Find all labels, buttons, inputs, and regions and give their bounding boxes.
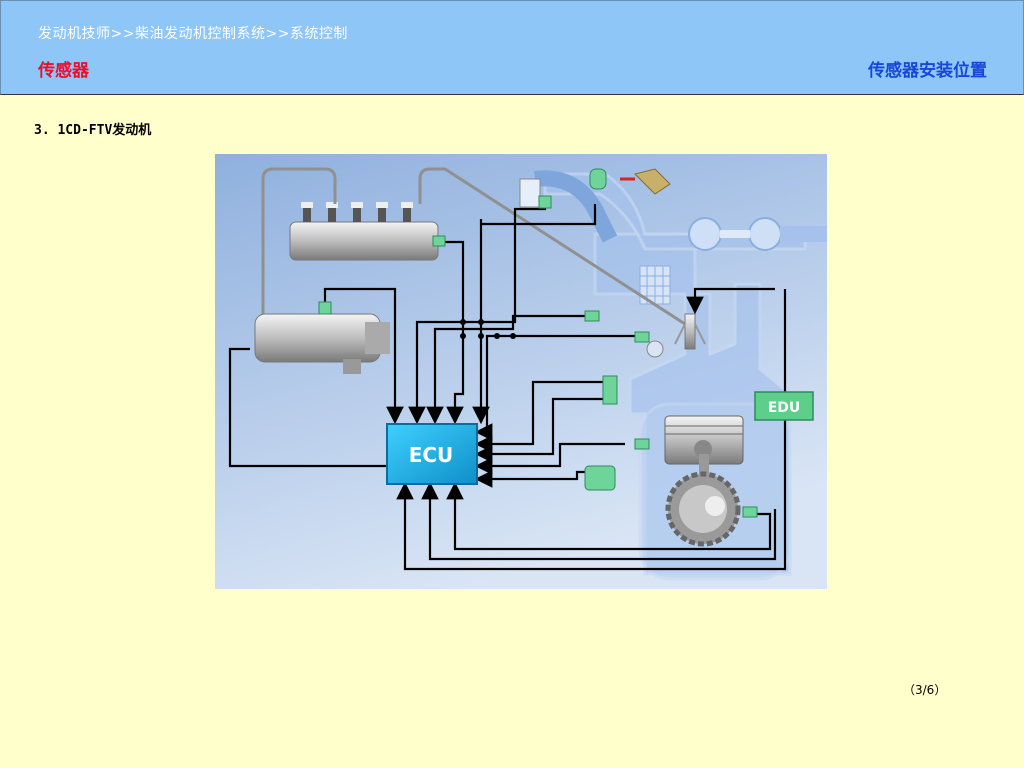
coolant-sensor (634, 331, 650, 343)
breadcrumb: 发动机技师>>柴油发动机控制系统>>系统控制 (38, 26, 348, 42)
common-rail (289, 202, 439, 261)
cam-position-sensor (742, 506, 758, 518)
engine-subheading: 3. 1CD-FTV发动机 (34, 123, 152, 138)
intake-temp-sensor (602, 375, 618, 405)
sensor-location-link[interactable]: 传感器安装位置 (868, 61, 987, 81)
fuel-line-injector (418, 167, 686, 326)
boost-sensor (584, 310, 600, 322)
airflow-sensor (538, 195, 552, 209)
page-counter: （3/6） (903, 683, 947, 697)
crankshaft-gear (665, 471, 741, 547)
wire-junctions (460, 319, 516, 339)
intake-valve (646, 340, 664, 358)
rail-pressure-sensor (432, 235, 446, 247)
turbocharger (688, 217, 827, 251)
sensors (318, 168, 758, 518)
supply-pump (254, 313, 390, 374)
fuel-line-rail (261, 167, 337, 326)
edu-label: EDU (768, 400, 801, 416)
section-title: 传感器 (38, 61, 89, 81)
crank-position-sensor (584, 465, 616, 491)
egr-sensor (634, 438, 650, 450)
header-bar: 发动机技师>>柴油发动机控制系统>>系统控制 传感器 传感器安装位置 (0, 0, 1024, 95)
fuel-temp-sensor (318, 301, 332, 315)
accelerator-pedal (620, 168, 671, 195)
edu-box: EDU (754, 391, 814, 421)
ecu-label: ECU (409, 443, 454, 467)
piston (664, 415, 744, 494)
throttle-body (519, 178, 541, 208)
wiring (228, 199, 787, 571)
accel-position-sensor (589, 168, 607, 190)
ecu-box: ECU (386, 423, 478, 485)
engine-control-diagram: ECU EDU (215, 154, 827, 589)
